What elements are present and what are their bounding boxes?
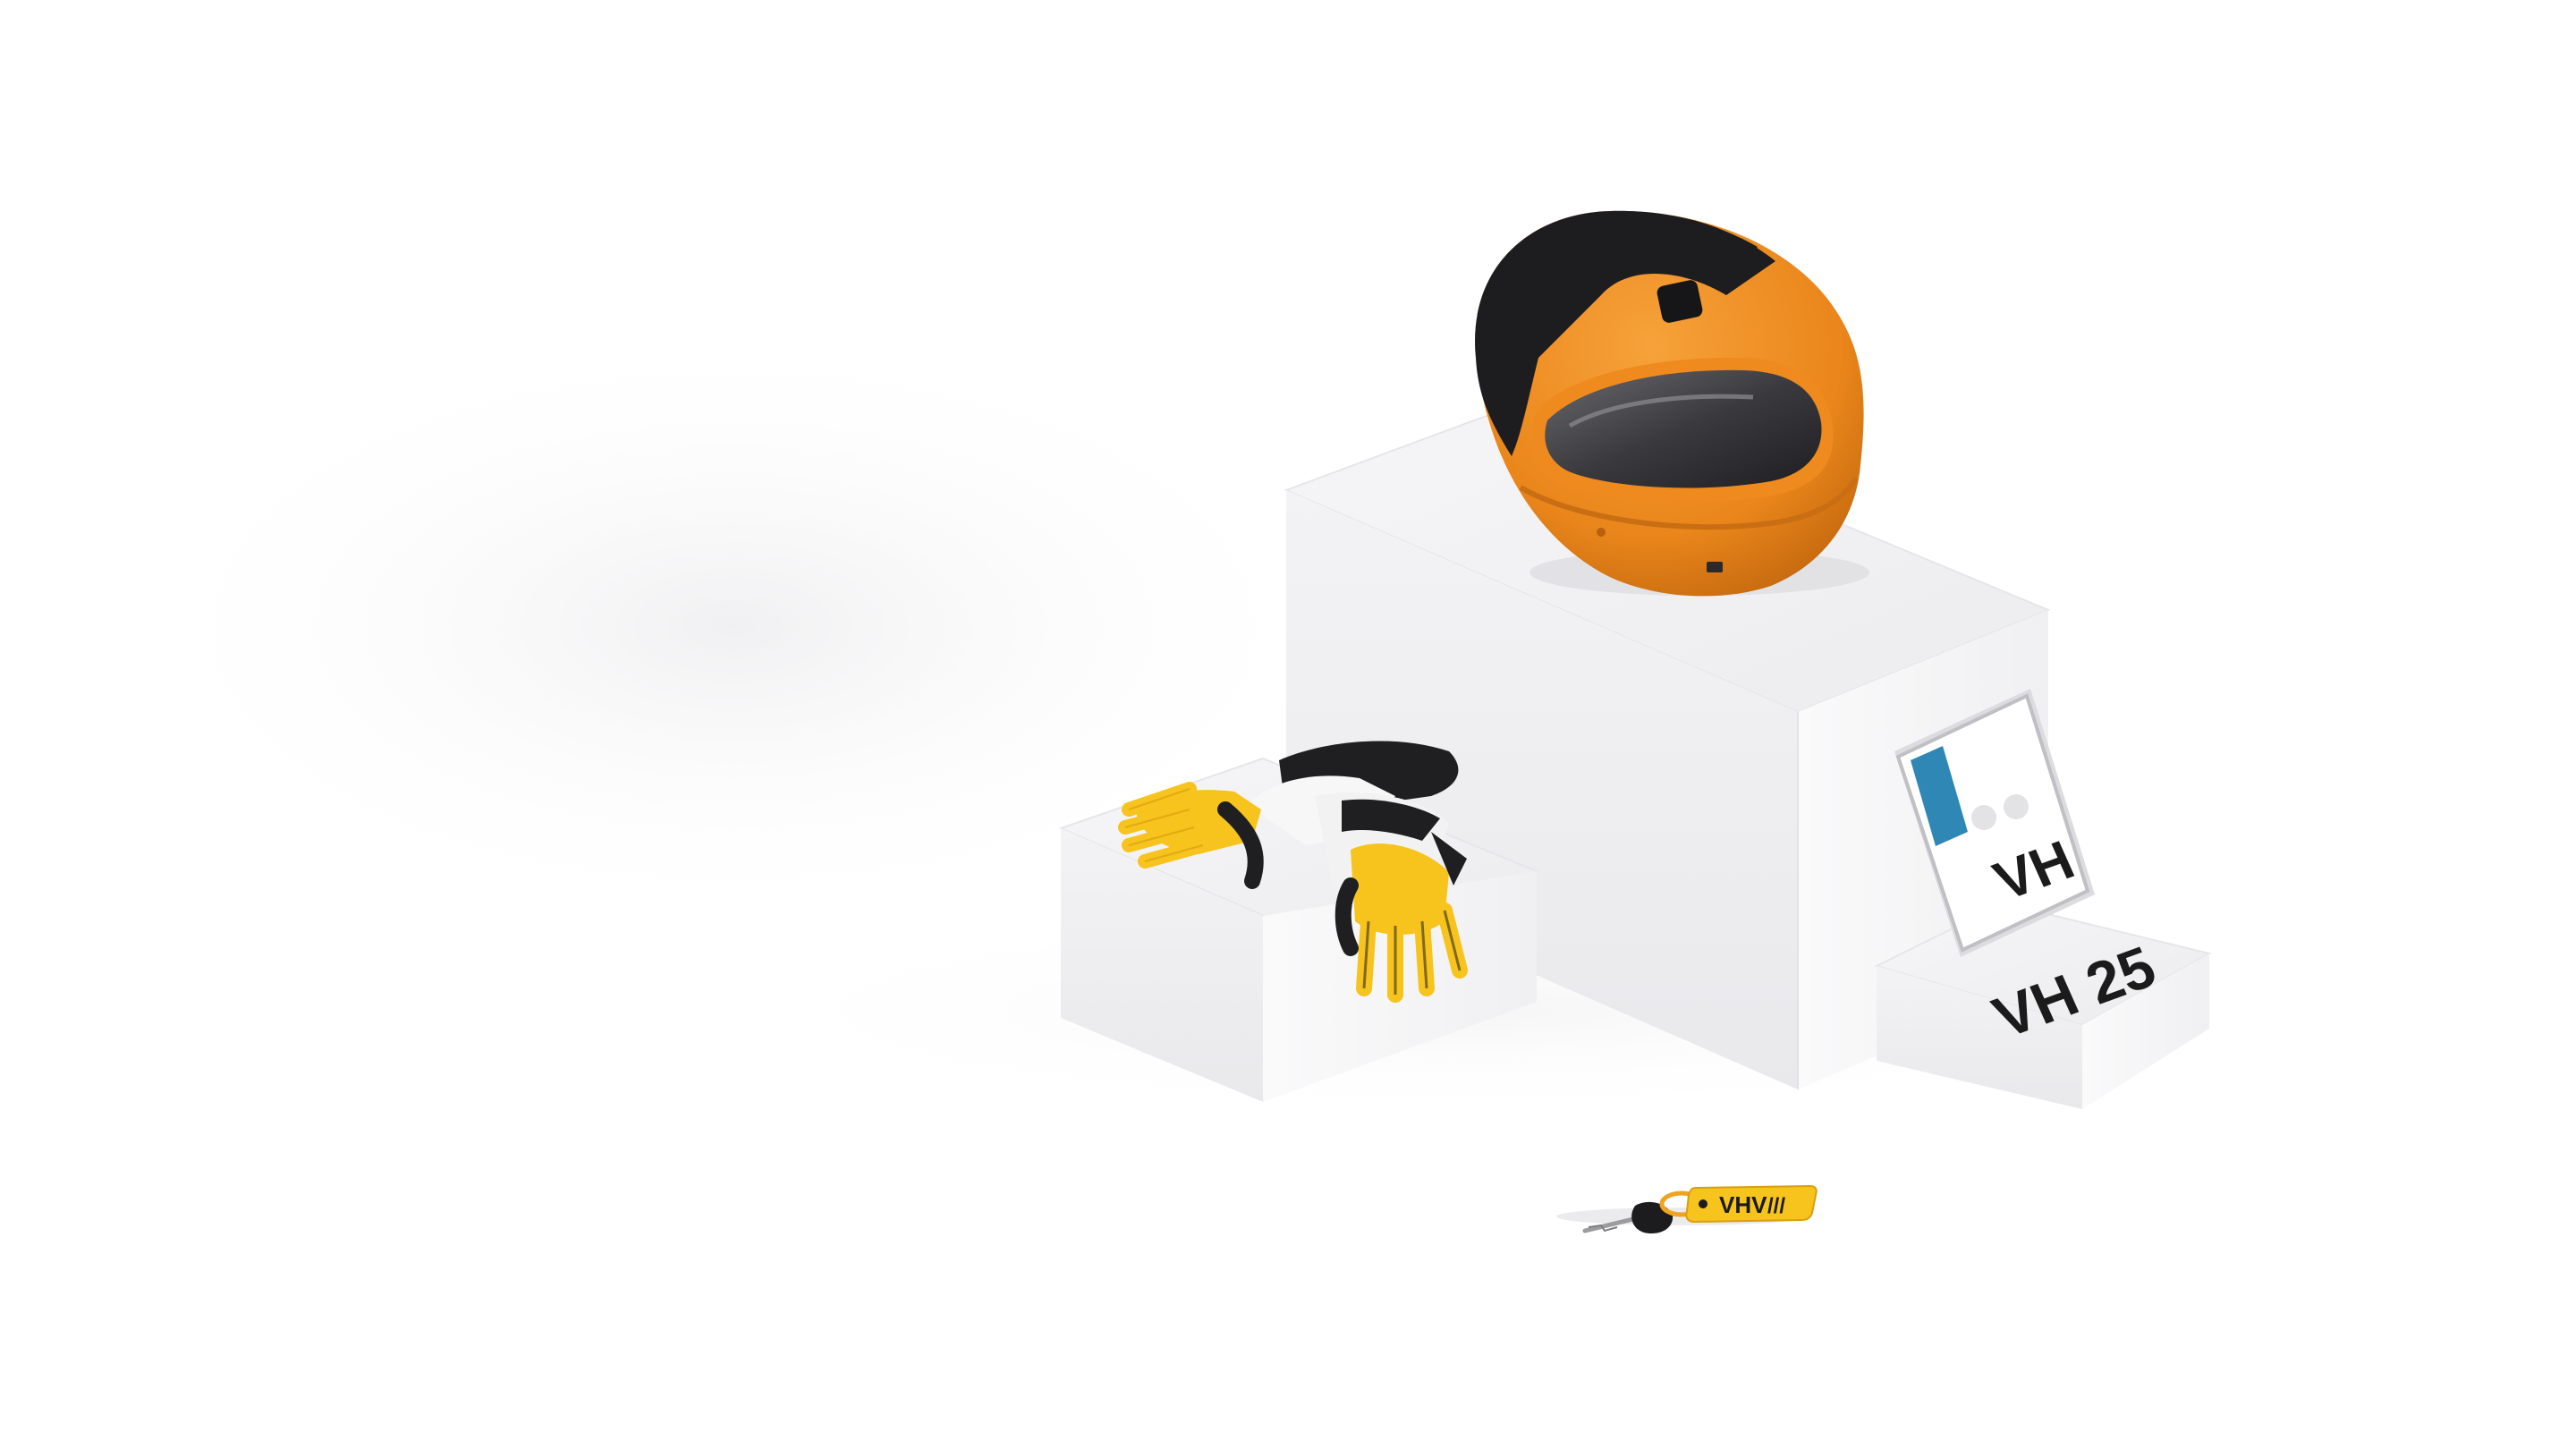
motorcycle-helmet [1475,210,1869,597]
plate-country-band [1911,746,1968,846]
keychain: VHV /// [1556,1184,1818,1234]
racing-gloves [1118,741,1468,1003]
keyfob-stripes: /// [1767,1194,1785,1218]
plate-seal [2004,794,2029,819]
plate-seal [1971,805,1996,830]
keyfob-logo-dot [1699,1199,1707,1208]
key-head [1631,1201,1674,1234]
key-blade [1582,1216,1640,1233]
vhv-keyfob: VHV /// [1685,1184,1818,1224]
keyfob-brand: VHV [1719,1191,1767,1218]
license-plate: VH VH 25 [1894,689,2165,1051]
